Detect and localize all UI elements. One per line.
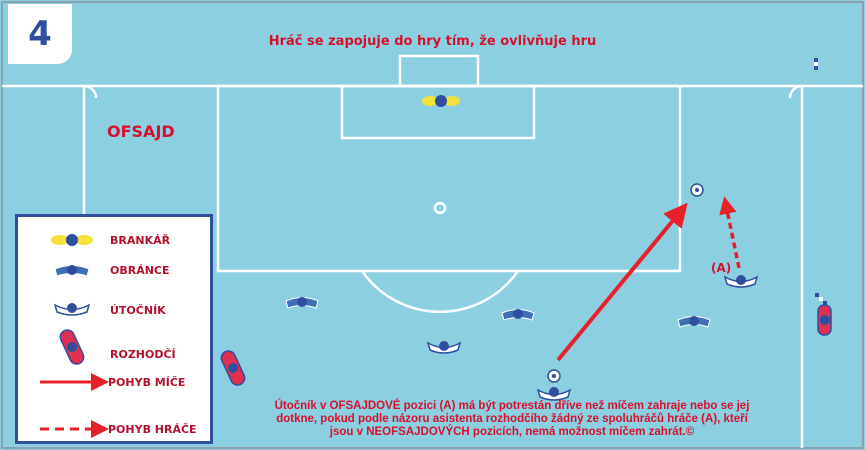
defender-icon [285,297,319,309]
legend-attacker-icon [53,303,91,316]
goal-area [340,84,536,140]
offside-label: OFSAJD [107,122,175,141]
ball-movement-arrow [556,202,688,362]
penalty-arc [360,270,520,313]
caption: Útočník v OFSAJDOVÉ pozici (A) má být po… [222,400,802,439]
legend-goalkeeper-icon [51,234,93,246]
attacker-icon [536,387,572,401]
caption-line-3: jsou v NEOFSAJDOVÝCH pozicích, nemá možn… [329,426,695,438]
defender-icon [677,316,711,328]
ball-icon [547,369,561,383]
legend-ball-label: POHYB MÍČE [108,376,186,389]
penalty-area [216,84,682,273]
penalty-spot [433,201,447,215]
legend-referee-label: ROZHODČÍ [110,348,176,361]
defender-icon [501,309,535,321]
legend-attacker-label: ÚTOČNÍK [110,304,166,317]
attacker-icon [426,341,462,354]
panel-number: 4 [8,4,72,64]
caption-line-2: dotkne, pokud podle názoru asistenta roz… [276,413,748,425]
referee-icon [220,350,246,386]
legend: BRANKÁŘ OBRÁNCE ÚTOČNÍK ROZHODČÍ POHYB M… [15,214,213,444]
goal [398,54,480,88]
caption-line-1: Útočník v OFSAJDOVÉ pozici (A) má být po… [274,400,750,412]
player-a-label: (A) [711,261,732,275]
legend-defender-label: OBRÁNCE [110,264,170,277]
corner-flag-icon [814,58,818,70]
diagram-title: Hráč se zapojuje do hry tím, že ovlivňuj… [268,34,597,49]
corner-arc-left [83,84,98,99]
goalkeeper-icon [422,95,460,107]
legend-player-label: POHYB HRÁČE [108,423,197,436]
player-movement-arrow [719,196,741,269]
legend-goalkeeper-label: BRANKÁŘ [110,234,171,247]
legend-referee-icon [59,329,85,365]
ball-icon [690,183,704,197]
attacker-a-icon [723,275,759,288]
corner-arc-right [788,84,803,99]
legend-defender-icon [54,265,90,277]
assistant-referee-icon [815,293,832,336]
